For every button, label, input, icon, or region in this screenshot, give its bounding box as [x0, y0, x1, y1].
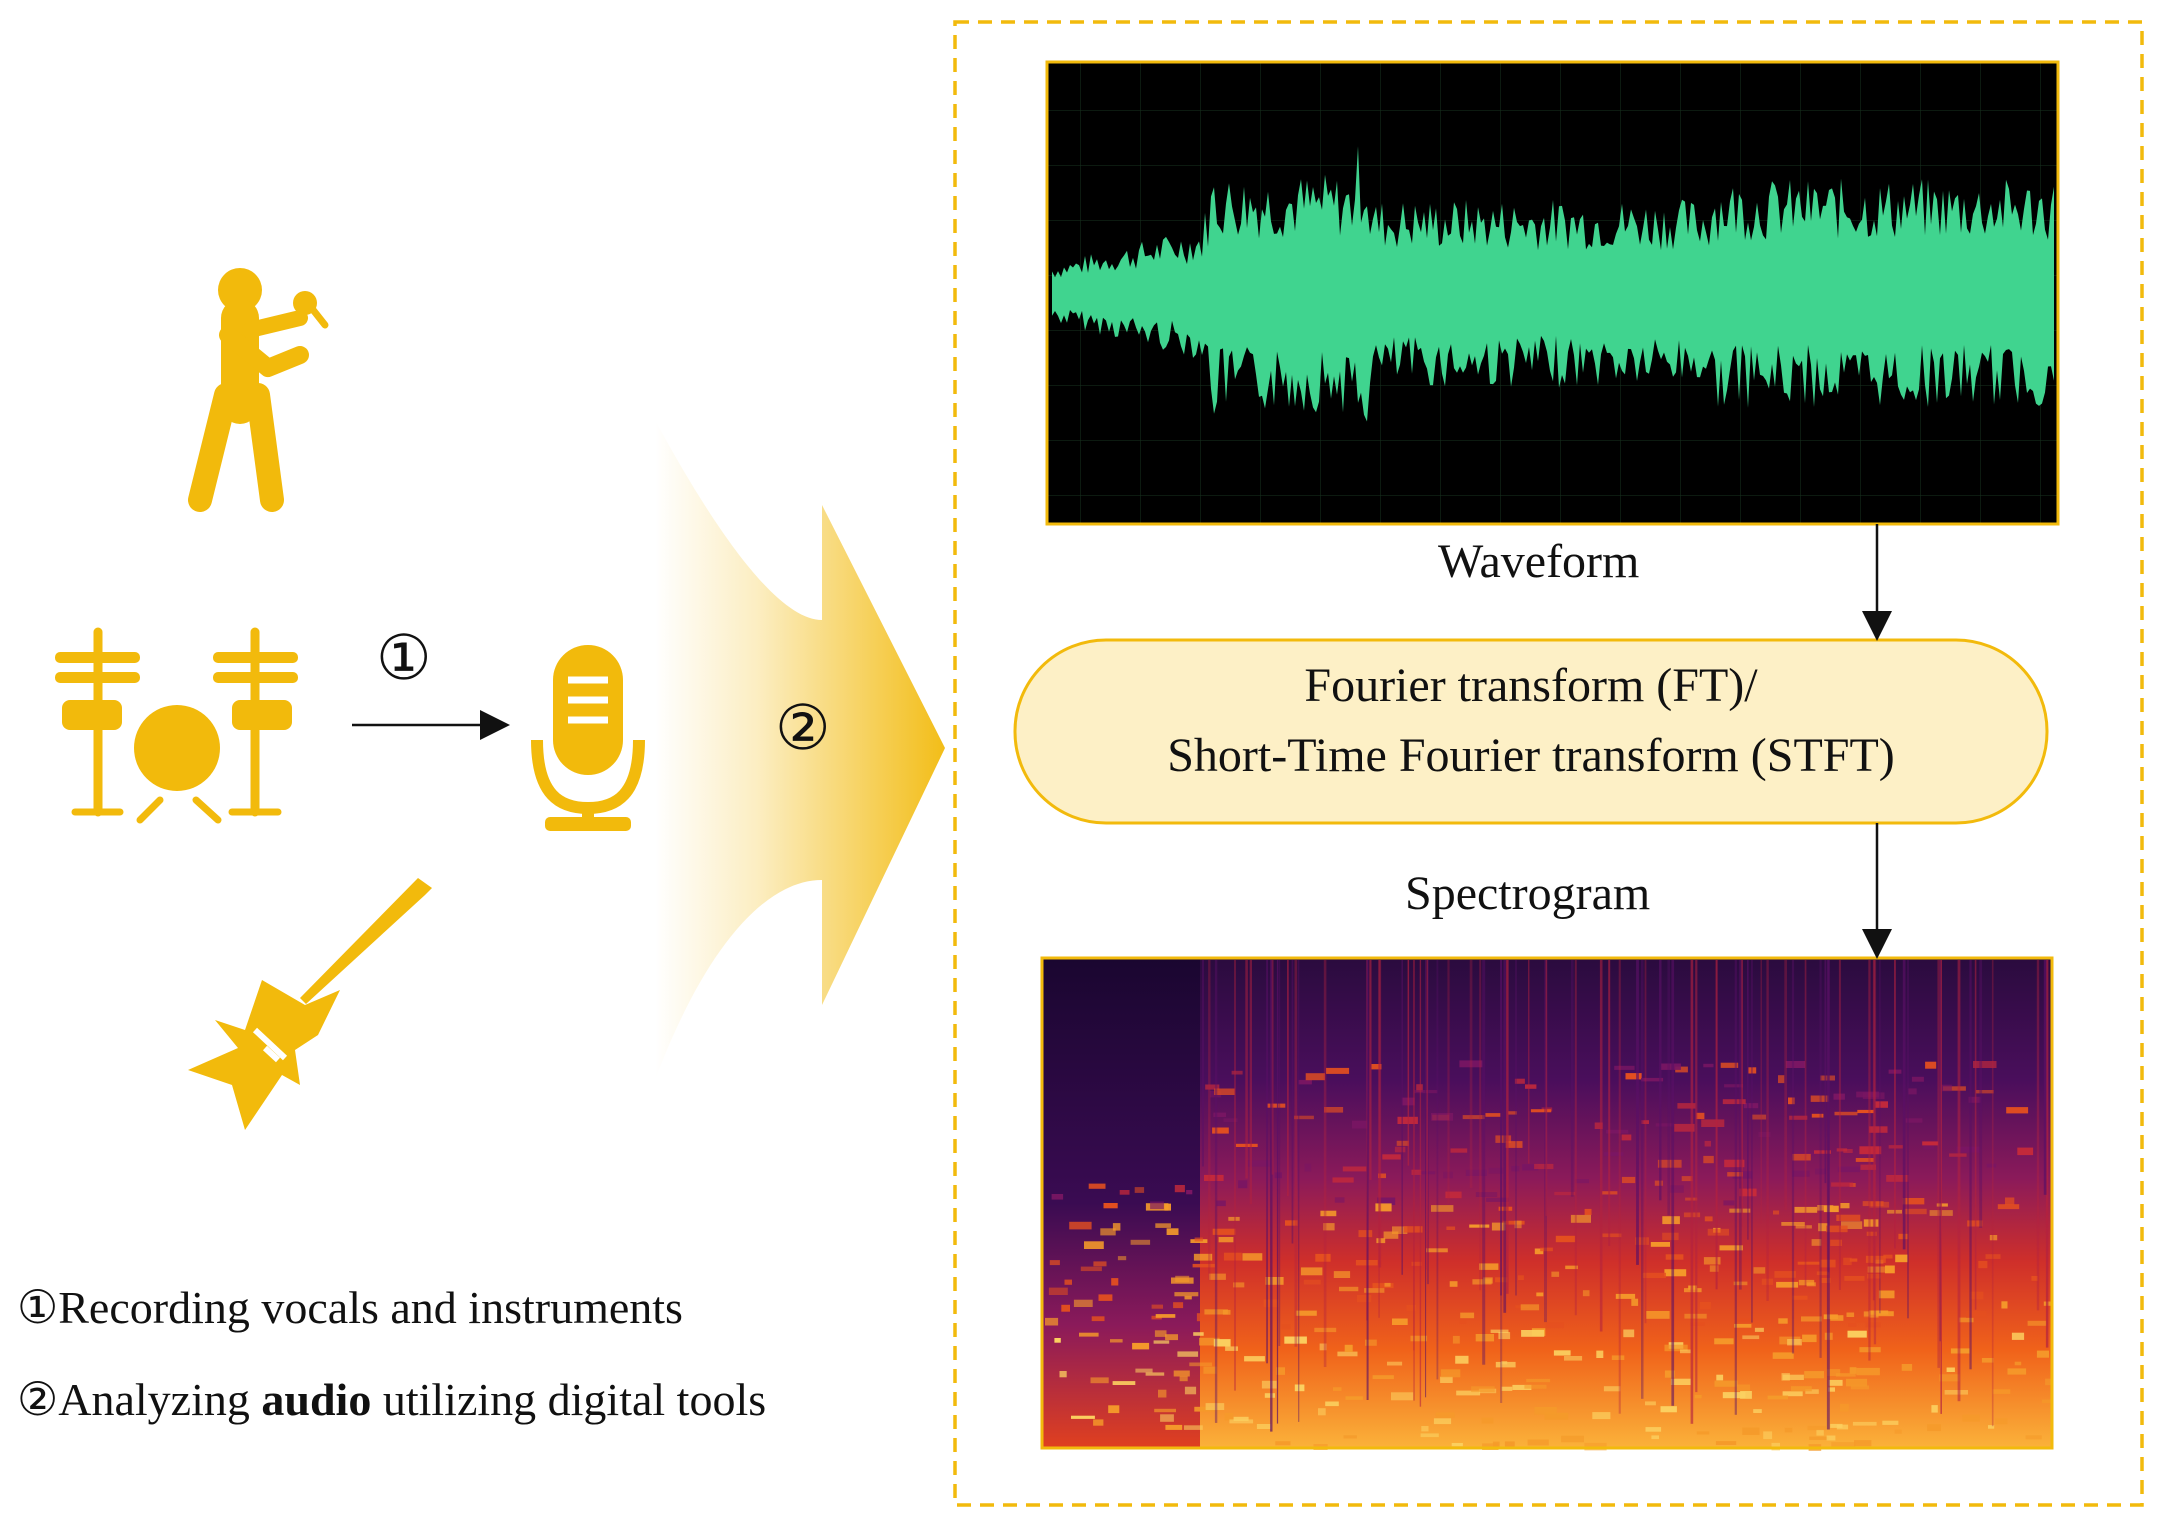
- spectrogram-plot: [1040, 956, 2054, 1451]
- spectrogram-label: Spectrogram: [1405, 867, 1651, 920]
- big-arrow-shape: [655, 420, 945, 1080]
- singer-icon: [188, 268, 329, 512]
- waveform-label: Waveform: [1438, 535, 1640, 588]
- guitar-icon: [188, 878, 432, 1130]
- drum-kit-icon: [55, 627, 298, 824]
- legend-item-1-marker: ①: [17, 1282, 59, 1333]
- legend-item-2-bold: audio: [261, 1374, 372, 1425]
- step1-marker: ①: [376, 625, 432, 693]
- legend-item-2-post: utilizing digital tools: [371, 1374, 767, 1425]
- waveform-plot: [1045, 60, 2060, 526]
- legend-item-2: ②Analyzing audio utilizing digital tools: [17, 1372, 766, 1428]
- legend-item-1: ①Recording vocals and instruments: [17, 1280, 683, 1336]
- transform-box: [1013, 638, 2049, 825]
- legend-item-1-text: Recording vocals and instruments: [58, 1282, 683, 1333]
- legend-item-2-pre: Analyzing: [58, 1374, 262, 1425]
- step2-marker: ②: [775, 695, 831, 763]
- microphone-icon: [531, 645, 645, 831]
- transform-line2: Short-Time Fourier transform (STFT): [1167, 729, 1895, 782]
- transform-line1: Fourier transform (FT)/: [1304, 659, 1758, 712]
- legend-item-2-marker: ②: [17, 1374, 59, 1425]
